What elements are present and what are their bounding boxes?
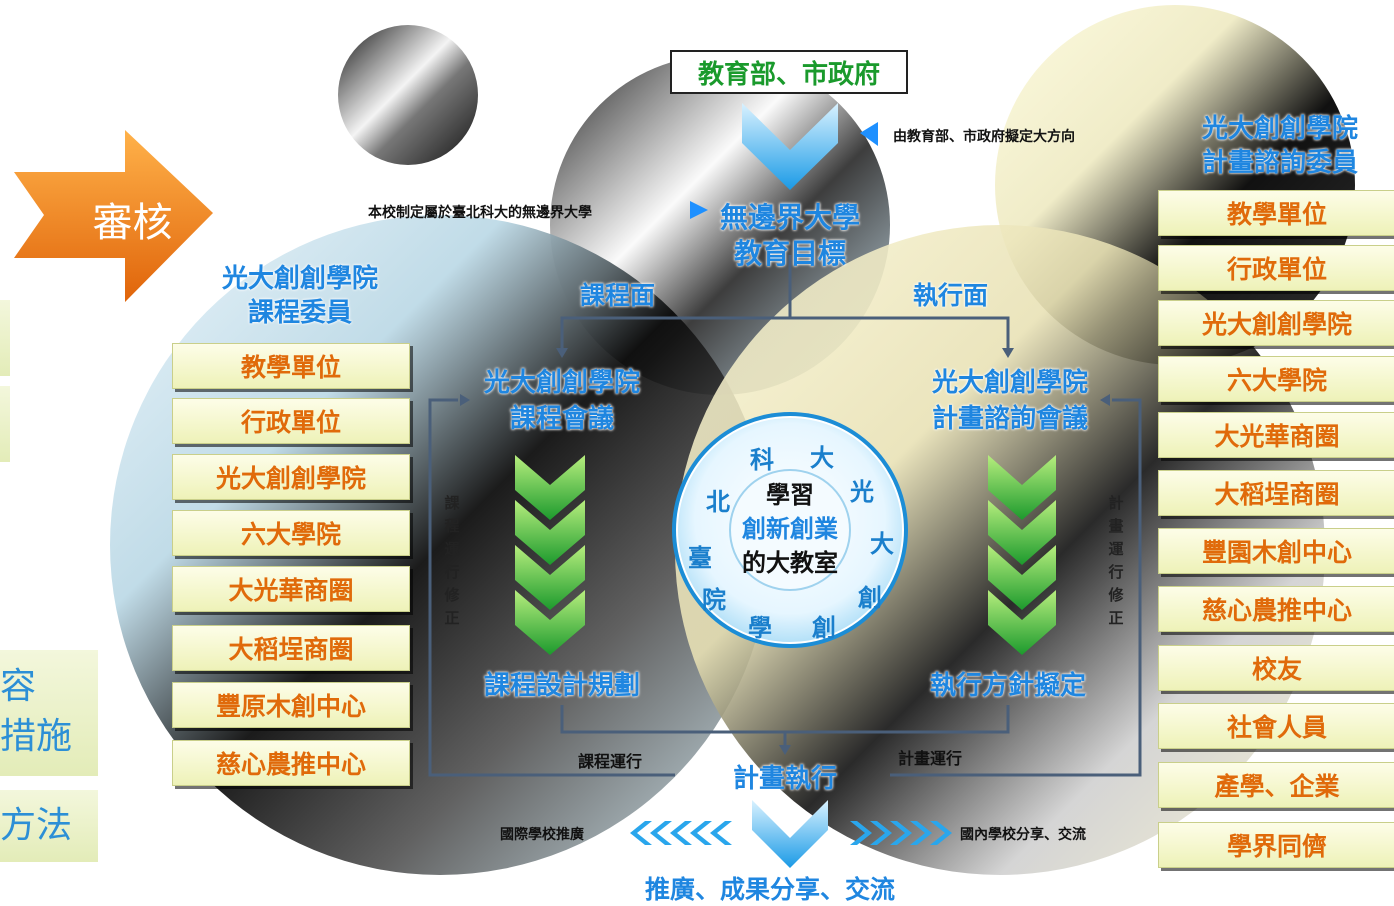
- slogan-line2: 創新創業: [742, 515, 838, 543]
- right-arrows-icon: [850, 821, 952, 845]
- slogan-line3: 的大教室: [742, 549, 838, 577]
- advisory-member: 教學單位: [1158, 190, 1394, 236]
- left-panel-1: [0, 300, 10, 376]
- course-run-label: 課程運行: [578, 752, 643, 771]
- advisory-meeting-line1: 光大創創學院: [931, 368, 1088, 398]
- advisory-member: 產學、企業: [1158, 762, 1394, 808]
- left-arrows-icon: [630, 821, 732, 845]
- domestic-share-label: 國內學校分享、交流: [960, 827, 1086, 843]
- advisory-member: 校友: [1158, 645, 1394, 691]
- advisory-meeting-line2: 計畫諮詢會議: [931, 404, 1088, 434]
- course-meeting-line2: 課程會議: [509, 404, 614, 434]
- goal-line2: 教育目標: [733, 237, 846, 270]
- ring-char: 創: [812, 614, 836, 642]
- center-slogan: 學習 創新創業 的大教室: [715, 478, 865, 580]
- ring-char: 北: [706, 488, 730, 516]
- curriculum-member: 大光華商圈: [172, 566, 410, 612]
- left-panel-3: 容 措施: [0, 650, 98, 776]
- pointer-left-icon: [860, 122, 878, 146]
- left-fragment-1: 容: [0, 666, 37, 707]
- advisory-title-line1: 光大創創學院: [1201, 114, 1358, 144]
- goal-line1: 無邊界大學: [719, 201, 860, 234]
- center-ring-text: 臺 北 科 大 光 大 創 創 學 院: [680, 420, 900, 642]
- down-chevron-icon: [742, 103, 838, 190]
- curriculum-member: 教學單位: [172, 343, 410, 389]
- pointer-right-icon: [690, 201, 708, 219]
- ring-char: 科: [750, 446, 774, 474]
- curriculum-member: 豐原木創中心: [172, 682, 410, 728]
- course-meeting: 光大創創學院 課程會議: [462, 365, 662, 437]
- course-meeting-line1: 光大創創學院: [483, 368, 640, 398]
- ring-char: 院: [702, 586, 726, 614]
- plan-revision-label: 計畫運行修正: [1108, 494, 1124, 627]
- curriculum-member: 六大學院: [172, 510, 410, 556]
- review-label: 審核: [92, 200, 173, 246]
- branch-course: 課程面: [579, 281, 655, 310]
- advisory-member: 慈心農推中心: [1158, 586, 1394, 632]
- plan-execute: 計畫執行: [732, 764, 837, 794]
- advisory-member: 六大學院: [1158, 356, 1394, 402]
- curriculum-member: 行政單位: [172, 398, 410, 444]
- ring-char: 臺: [688, 544, 712, 572]
- curriculum-member: 大稻埕商圈: [172, 625, 410, 671]
- curriculum-committee-title: 光大創創學院 課程委員: [200, 262, 400, 330]
- advisory-member: 行政單位: [1158, 245, 1394, 291]
- advisory-member: 大稻埕商圈: [1158, 470, 1394, 516]
- outcome-label: 推廣、成果分享、交流: [644, 875, 895, 904]
- authority-box: 教育部、市政府: [670, 50, 908, 94]
- review-arrow-shape: [14, 130, 213, 302]
- authority-note: 由教育部、市政府擬定大方向: [893, 129, 1075, 145]
- plan-chevrons: [988, 455, 1056, 655]
- advisory-meeting: 光大創創學院 計畫諮詢會議: [905, 365, 1115, 437]
- plan-run-label: 計畫運行: [898, 749, 963, 768]
- school-note: 本校制定屬於臺北科大的無邊界大學: [368, 205, 592, 221]
- ring-char: 光: [850, 478, 874, 506]
- goal-title: 無邊界大學 教育目標: [700, 200, 880, 272]
- branch-execute: 執行面: [912, 281, 988, 310]
- ring-char: 大: [810, 444, 834, 472]
- curriculum-member: 光大創創學院: [172, 454, 410, 500]
- policy-draft: 執行方針擬定: [929, 671, 1086, 701]
- left-fragment-3: 方法: [0, 805, 73, 846]
- advisory-member: 大光華商圈: [1158, 412, 1394, 458]
- slogan-line1: 學習: [766, 481, 814, 509]
- ring-char: 創: [858, 584, 882, 612]
- course-chevrons: [515, 455, 585, 655]
- left-panel-4: 方法: [0, 790, 98, 862]
- course-revision-label: 課程運行修正: [444, 494, 460, 627]
- advisory-member: 學界同儕: [1158, 822, 1394, 868]
- intl-promo-label: 國際學校推廣: [500, 827, 584, 843]
- curriculum-title-line2: 課程委員: [247, 298, 352, 328]
- outcome-chevron-icon: [752, 800, 828, 868]
- left-fragment-2: 措施: [0, 716, 73, 757]
- advisory-committee-title: 光大創創學院 計畫諮詢委員: [1180, 112, 1380, 180]
- ring-char: 大: [870, 530, 894, 558]
- decor-sphere: [338, 25, 478, 165]
- curriculum-member: 慈心農推中心: [172, 740, 410, 786]
- advisory-member: 豐園木創中心: [1158, 528, 1394, 574]
- curriculum-title-line1: 光大創創學院: [221, 264, 378, 294]
- ring-char: 學: [748, 614, 772, 642]
- course-design: 課程設計規劃: [483, 671, 640, 701]
- advisory-member: 光大創創學院: [1158, 300, 1394, 346]
- advisory-title-line2: 計畫諮詢委員: [1201, 148, 1358, 178]
- advisory-member: 社會人員: [1158, 703, 1394, 749]
- left-panel-2: [0, 386, 10, 462]
